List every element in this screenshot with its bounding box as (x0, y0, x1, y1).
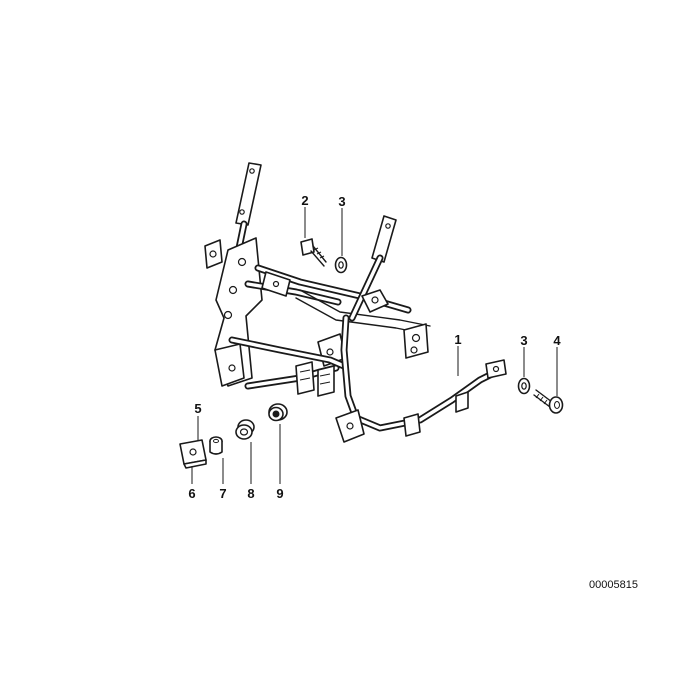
part-4-screw (533, 389, 564, 414)
callout-7: 7 (219, 486, 226, 501)
callout-labels: 2 3 1 3 4 5 6 7 8 9 (188, 193, 561, 501)
frame-bracket (204, 162, 507, 443)
callout-3-right: 3 (520, 333, 527, 348)
callout-1: 1 (454, 332, 461, 347)
upper-crossbars (244, 264, 431, 335)
part-3-washer-right (517, 377, 531, 395)
callout-2: 2 (301, 193, 308, 208)
part-3-washer-upper (334, 256, 348, 274)
part-9-bush (268, 403, 288, 422)
leader-lines (191, 207, 558, 484)
center-clips (295, 361, 335, 397)
callout-9: 9 (276, 486, 283, 501)
part-8-grommet (235, 419, 255, 440)
lower-right-foot (335, 391, 469, 443)
callout-4: 4 (553, 333, 561, 348)
document-number: 00005815 (589, 579, 638, 591)
part-7-spacer (209, 436, 223, 455)
part-6-clip-nut (179, 439, 207, 469)
left-mount-plate (204, 237, 263, 387)
callout-5: 5 (194, 401, 201, 416)
callout-8: 8 (247, 486, 254, 501)
right-mount-bracket (317, 289, 429, 367)
part-2-bolt (300, 238, 327, 267)
callout-6: 6 (188, 486, 195, 501)
arm-end-tab (485, 359, 507, 379)
callout-3-upper: 3 (338, 194, 345, 209)
right-upper-stay (348, 215, 397, 322)
